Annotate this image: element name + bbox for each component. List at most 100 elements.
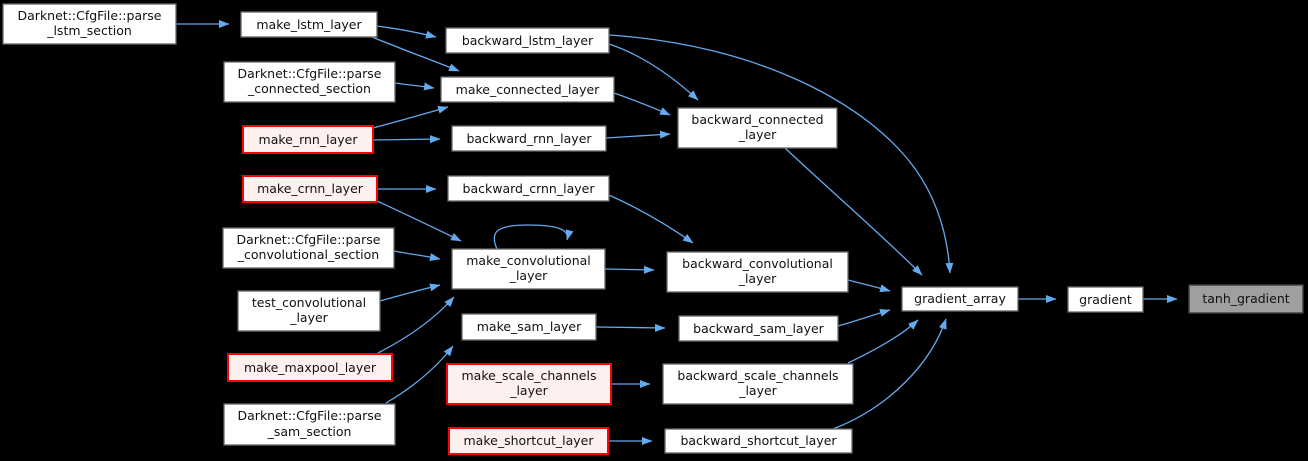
edge-make-lstm-layer-to-backward-lstm-layer: [376, 25, 437, 39]
node-gradient[interactable]: gradient: [1067, 286, 1144, 313]
edge-make-connected-layer-to-backward-connected-layer: [613, 92, 671, 116]
node-parse-lstm-section[interactable]: Darknet::CfgFile::parse _lstm_section: [2, 3, 177, 45]
parse-lstm-section-box: [2, 3, 177, 45]
node-make-rnn-layer[interactable]: make_rnn_layer: [242, 125, 374, 154]
make-sam-layer-box: [461, 313, 597, 341]
node-gradient-array[interactable]: gradient_array: [901, 286, 1019, 312]
node-make-lstm-layer[interactable]: make_lstm_layer: [240, 11, 378, 38]
backward-convolutional-layer-box: [666, 251, 849, 293]
node-make-maxpool-layer[interactable]: make_maxpool_layer: [227, 353, 393, 382]
edge-make-convolutional-layer-to-backward-convolutional-layer: [604, 265, 655, 274]
make-connected-layer-box: [440, 76, 615, 103]
edge-backward-lstm-layer-to-backward-connected-layer: [608, 43, 699, 101]
make-convolutional-layer-label-line2: _layer: [509, 268, 548, 283]
edge-layer: [176, 20, 1178, 445]
make-rnn-layer-label: make_rnn_layer: [259, 132, 359, 147]
node-make-connected-layer[interactable]: make_connected_layer: [440, 76, 615, 103]
backward-rnn-layer-label: backward_rnn_layer: [466, 131, 592, 146]
make-crnn-layer-box: [242, 175, 378, 203]
edge-backward-connected-layer-to-gradient-array: [784, 147, 923, 276]
node-make-convolutional-layer[interactable]: make_convolutional _layer: [451, 248, 606, 290]
gradient-label: gradient: [1079, 292, 1132, 307]
backward-convolutional-layer-label-line2: _layer: [738, 271, 777, 286]
backward-scale-channels-layer-box: [662, 363, 854, 405]
node-backward-lstm-layer[interactable]: backward_lstm_layer: [445, 27, 610, 54]
backward-scale-channels-layer-label-line1: backward_scale_channels: [677, 368, 838, 383]
node-backward-scale-channels-layer[interactable]: backward_scale_channels _layer: [662, 363, 854, 405]
node-backward-shortcut-layer[interactable]: backward_shortcut_layer: [664, 428, 853, 454]
backward-connected-layer-box: [677, 107, 838, 149]
edge-make-convolutional-layer-self-loop: [493, 224, 574, 250]
test-convolutional-layer-box: [237, 290, 381, 332]
make-scale-channels-layer-label-line1: make_scale_channels: [461, 368, 596, 383]
node-backward-rnn-layer[interactable]: backward_rnn_layer: [451, 125, 607, 152]
make-crnn-layer-label: make_crnn_layer: [257, 181, 364, 196]
node-make-scale-channels-layer[interactable]: make_scale_channels _layer: [446, 363, 612, 405]
edge-make-lstm-layer-to-make-connected-layer: [371, 36, 460, 72]
node-make-sam-layer[interactable]: make_sam_layer: [461, 313, 597, 341]
edge-make-rnn-layer-to-make-connected-layer: [372, 105, 449, 129]
edge-make-rnn-layer-to-backward-rnn-layer: [372, 135, 441, 144]
backward-scale-channels-layer-label-line2: _layer: [738, 383, 777, 398]
parse-connected-section-box: [223, 61, 396, 103]
parse-convolutional-section-label-line1: Darknet::CfgFile::parse: [237, 232, 381, 247]
make-shortcut-layer-label: make_shortcut_layer: [464, 433, 595, 448]
node-backward-sam-layer[interactable]: backward_sam_layer: [678, 315, 839, 342]
tanh-gradient-box: [1188, 284, 1304, 314]
parse-connected-section-label-line2: _connected_section: [247, 81, 371, 96]
tanh-gradient-label: tanh_gradient: [1202, 291, 1289, 306]
backward-connected-layer-label-line1: backward_connected: [691, 112, 823, 127]
edge-parse-connected-section-to-make-connected-layer: [394, 82, 435, 91]
make-lstm-layer-label: make_lstm_layer: [256, 17, 362, 32]
make-maxpool-layer-box: [227, 353, 393, 382]
parse-convolutional-section-label-line2: _convolutional_section: [237, 247, 379, 262]
node-parse-convolutional-section[interactable]: Darknet::CfgFile::parse _convolutional_s…: [222, 227, 395, 269]
node-backward-convolutional-layer[interactable]: backward_convolutional _layer: [666, 251, 849, 293]
backward-lstm-layer-box: [445, 27, 610, 54]
edge-make-crnn-layer-to-make-convolutional-layer: [374, 199, 462, 242]
parse-sam-section-label-line1: Darknet::CfgFile::parse: [238, 408, 382, 423]
edge-backward-convolutional-layer-to-gradient-array: [847, 279, 891, 293]
edge-test-convolutional-layer-to-make-convolutional-layer: [379, 283, 441, 302]
parse-sam-section-label-line2: _sam_section: [267, 424, 352, 439]
node-parse-sam-section[interactable]: Darknet::CfgFile::parse _sam_section: [223, 403, 396, 446]
backward-connected-layer-label-line2: _layer: [738, 127, 777, 142]
backward-shortcut-layer-label: backward_shortcut_layer: [680, 433, 837, 448]
node-make-shortcut-layer[interactable]: make_shortcut_layer: [448, 427, 609, 455]
backward-crnn-layer-box: [447, 175, 610, 202]
backward-lstm-layer-label: backward_lstm_layer: [462, 33, 594, 48]
node-backward-connected-layer[interactable]: backward_connected _layer: [677, 107, 838, 149]
edge-backward-lstm-layer-to-gradient-array: [608, 34, 954, 274]
node-backward-crnn-layer[interactable]: backward_crnn_layer: [447, 175, 610, 202]
parse-convolutional-section-box: [222, 227, 395, 269]
backward-crnn-layer-label: backward_crnn_layer: [463, 181, 596, 196]
backward-rnn-layer-box: [451, 125, 607, 152]
make-connected-layer-label: make_connected_layer: [456, 82, 600, 97]
edge-backward-scale-channels-layer-to-gradient-array: [847, 319, 919, 364]
backward-convolutional-layer-label-line1: backward_convolutional: [682, 256, 833, 271]
test-convolutional-layer-label-line2: _layer: [289, 310, 328, 325]
node-parse-connected-section[interactable]: Darknet::CfgFile::parse _connected_secti…: [223, 61, 396, 103]
make-scale-channels-layer-label-line2: _layer: [509, 383, 548, 398]
parse-sam-section-box: [223, 403, 396, 446]
make-sam-layer-label: make_sam_layer: [477, 319, 582, 334]
make-rnn-layer-box: [242, 125, 374, 154]
make-convolutional-layer-box: [451, 248, 606, 290]
node-make-crnn-layer[interactable]: make_crnn_layer: [242, 175, 378, 203]
backward-shortcut-layer-box: [664, 428, 853, 454]
gradient-box: [1067, 286, 1144, 313]
make-lstm-layer-box: [240, 11, 378, 38]
parse-connected-section-label-line1: Darknet::CfgFile::parse: [238, 66, 382, 81]
edge-backward-crnn-layer-to-backward-convolutional-layer: [608, 194, 694, 244]
edge-parse-convolutional-section-to-make-convolutional-layer: [393, 250, 441, 261]
make-scale-channels-layer-box: [446, 363, 612, 405]
make-shortcut-layer-box: [448, 427, 609, 455]
node-test-convolutional-layer[interactable]: test_convolutional _layer: [237, 290, 381, 332]
gradient-array-box: [901, 286, 1019, 312]
edge-backward-sam-layer-to-gradient-array: [837, 308, 891, 327]
gradient-array-label: gradient_array: [914, 291, 1006, 306]
test-convolutional-layer-label-line1: test_convolutional: [252, 295, 366, 310]
backward-sam-layer-label: backward_sam_layer: [693, 321, 825, 336]
make-convolutional-layer-label-line1: make_convolutional: [466, 253, 591, 268]
